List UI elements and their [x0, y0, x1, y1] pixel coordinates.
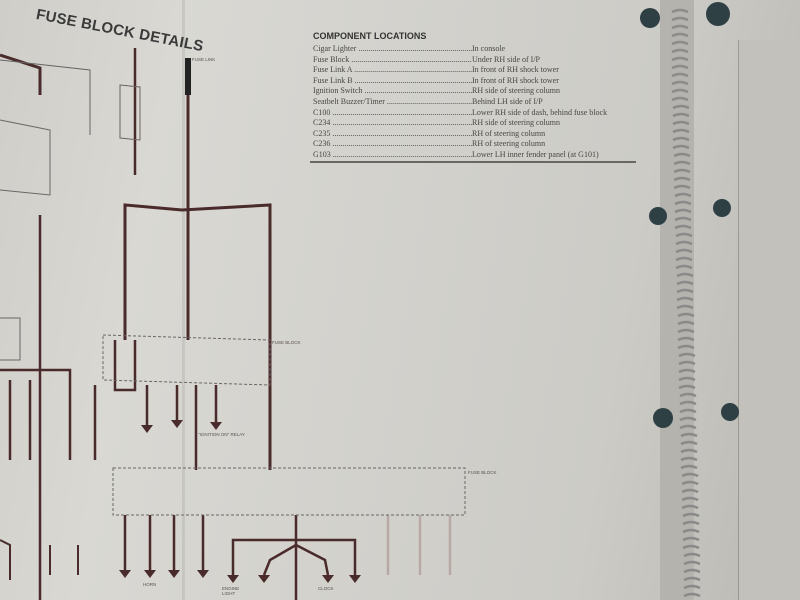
- binding-hole: [640, 8, 660, 28]
- label-fuse-link: FUSE LINK: [192, 57, 216, 62]
- binding-hole: [649, 207, 667, 225]
- wire: [145, 385, 218, 470]
- fuse-block-outline-lower: [112, 467, 466, 516]
- label-fuse-block: FUSE BLOCK: [272, 340, 301, 345]
- binding-holes: [640, 2, 739, 428]
- component-location: RH of steering column: [472, 139, 546, 149]
- binding-hole: [653, 408, 673, 428]
- table-row: Seatbelt Buzzer/TimerBehind LH side of I…: [313, 97, 638, 108]
- page-fold: [182, 0, 185, 600]
- wire: [123, 203, 272, 470]
- label-clock: CLOCK: [318, 586, 334, 591]
- box: [0, 59, 91, 135]
- component-location: In front of RH shock tower: [472, 75, 559, 85]
- table-row: Fuse BlockUnder RH side of I/P: [313, 55, 638, 66]
- label-ignition-on-relay: "IGNITION ON" RELAY: [198, 432, 245, 437]
- wire: [0, 53, 42, 95]
- label-fuse-block-lower: FUSE BLOCK: [468, 470, 497, 475]
- spiral-binding: [671, 8, 701, 598]
- component-name: C234: [313, 118, 472, 129]
- wire: [0, 539, 79, 580]
- component-name: Cigar Lighter: [313, 44, 472, 55]
- component-name: C100: [313, 108, 472, 119]
- box: [0, 317, 21, 361]
- table-row: Ignition SwitchRH side of steering colum…: [313, 86, 638, 97]
- component-name: G103: [313, 150, 472, 161]
- component-location: In front of RH shock tower: [472, 65, 559, 75]
- component-locations-table: COMPONENT LOCATIONS Cigar LighterIn cons…: [313, 31, 638, 161]
- wire: [0, 368, 72, 460]
- component-name: C236: [313, 139, 472, 150]
- binding-hole: [721, 403, 739, 421]
- table-rule: [310, 161, 636, 163]
- table-row: Fuse Link BIn front of RH shock tower: [313, 76, 638, 87]
- wire: [123, 515, 205, 570]
- component-name: Fuse Link B: [313, 76, 472, 87]
- table-row: Fuse Link AIn front of RH shock tower: [313, 65, 638, 76]
- table-row: Cigar LighterIn console: [313, 44, 638, 55]
- table-row: C235RH of steering column: [313, 129, 638, 140]
- component-name: Fuse Link A: [313, 65, 472, 76]
- label-engine-light: ENGINE LIGHT: [222, 586, 240, 596]
- wire-faded: [386, 515, 452, 575]
- label-horn: HORN: [143, 582, 157, 587]
- wire: [113, 340, 137, 392]
- component-location: RH side of steering column: [472, 86, 560, 96]
- table-row: C236RH of steering column: [313, 139, 638, 150]
- binding-hole: [706, 2, 730, 26]
- component-name: Seatbelt Buzzer/Timer: [313, 97, 472, 108]
- component-location: RH side of steering column: [472, 118, 560, 128]
- component-locations-heading: COMPONENT LOCATIONS: [313, 31, 427, 41]
- wire: [8, 380, 97, 460]
- wire: [231, 515, 357, 600]
- component-location: Lower RH side of dash, behind fuse block: [472, 107, 608, 117]
- component-location: In console: [472, 44, 506, 53]
- component-location: RH of steering column: [472, 128, 546, 138]
- relay: [119, 84, 141, 141]
- table-row: C100Lower RH side of dash, behind fuse b…: [313, 108, 638, 119]
- component-location: Under RH side of I/P: [472, 54, 540, 64]
- table-row: G103Lower LH inner fender panel (at G101…: [313, 150, 638, 161]
- component-location: Behind LH side of I/P: [472, 96, 543, 106]
- table-row: C234RH side of steering column: [313, 118, 638, 129]
- next-page: [738, 40, 800, 600]
- box: [0, 119, 51, 196]
- component-name: C235: [313, 129, 472, 140]
- fuse-block-outline: [102, 334, 271, 386]
- component-name: Ignition Switch: [313, 86, 472, 97]
- component-location: Lower LH inner fender panel (at G101): [472, 149, 599, 159]
- binding-hole: [713, 199, 731, 217]
- component-name: Fuse Block: [313, 55, 472, 66]
